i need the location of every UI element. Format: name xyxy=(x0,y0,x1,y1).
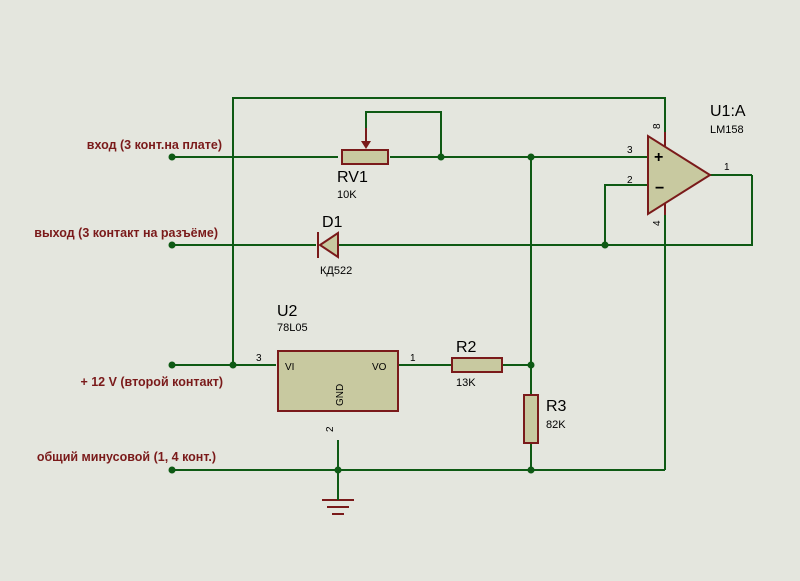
resistor-r3: R3 82K xyxy=(523,394,567,444)
d1-ref: D1 xyxy=(322,214,343,231)
u1a-pin-num-4: 4 xyxy=(652,220,663,226)
u1a-pin-num-3: 3 xyxy=(627,145,633,156)
wire-supply-rail xyxy=(232,97,666,365)
r2-body xyxy=(451,357,503,373)
r3-value: 82K xyxy=(546,419,566,431)
net-label-output: выход (3 контакт на разъёме) xyxy=(34,226,218,240)
net-label-input: вход (3 конт.на плате) xyxy=(87,138,222,152)
u1a-plus-sign: + xyxy=(654,149,663,166)
wire-feedback xyxy=(338,175,753,246)
ground-symbol xyxy=(322,490,354,515)
u2-pin-num-vo: 1 xyxy=(410,353,416,364)
d1-body xyxy=(318,231,339,259)
terminal-ground xyxy=(168,466,176,474)
diode-d1: D1 КД522 xyxy=(317,214,352,277)
r2-value: 13K xyxy=(456,377,476,389)
u2-pin-gnd: GND xyxy=(335,384,346,406)
u2-pin-vi: VI xyxy=(285,362,294,373)
u2-pin-num-vi: 3 xyxy=(256,353,262,364)
rv1-ref: RV1 xyxy=(337,169,368,186)
u1a-value: LM158 xyxy=(710,124,744,136)
terminal-input xyxy=(168,153,176,161)
rv1-wiper-arrow xyxy=(361,141,371,149)
u1a-minus-sign: − xyxy=(655,180,664,197)
wire-minus-in xyxy=(604,184,648,245)
net-label-ground: общий минусовой (1, 4 конт.) xyxy=(37,450,216,464)
u2-pin-vo: VO xyxy=(372,362,387,373)
terminal-supply xyxy=(168,361,176,369)
u2-body xyxy=(277,350,399,412)
terminal-output xyxy=(168,241,176,249)
junction-feedback xyxy=(601,241,609,249)
junction-supply xyxy=(229,361,237,369)
junctions xyxy=(168,153,609,474)
junction-plus xyxy=(527,153,535,161)
u2-ref: U2 xyxy=(277,303,298,320)
potentiometer-rv1: RV1 10K xyxy=(337,128,389,201)
resistor-r2: R2 13K xyxy=(451,339,503,389)
d1-value: КД522 xyxy=(320,265,352,277)
regulator-u2: U2 78L05 VI VO GND 3 1 2 xyxy=(256,303,416,432)
net-label-supply: + 12 V (второй контакт) xyxy=(80,375,223,389)
rv1-value: 10K xyxy=(337,189,357,201)
r3-body xyxy=(523,394,539,444)
u2-value: 78L05 xyxy=(277,322,308,334)
junction-gnd-u2 xyxy=(334,466,342,474)
junction-pot xyxy=(437,153,445,161)
u1a-body xyxy=(647,134,712,216)
junction-gnd-r3 xyxy=(527,466,535,474)
rv1-body xyxy=(341,149,389,165)
junction-divider xyxy=(527,361,535,369)
r2-ref: R2 xyxy=(456,339,477,356)
wires xyxy=(172,97,753,490)
u2-pin-num-gnd: 2 xyxy=(325,426,336,432)
net-labels: вход (3 конт.на плате) выход (3 контакт … xyxy=(34,138,223,464)
u1a-pin-num-8: 8 xyxy=(652,123,663,129)
u1a-ref: U1:A xyxy=(710,103,746,120)
u1a-pin-num-2: 2 xyxy=(627,175,633,186)
opamp-u1a: + − U1:A LM158 3 2 1 8 4 xyxy=(627,103,746,226)
wire-pot-wiper xyxy=(365,111,442,157)
r3-ref: R3 xyxy=(546,398,567,415)
u1a-pin-num-1: 1 xyxy=(724,162,730,173)
